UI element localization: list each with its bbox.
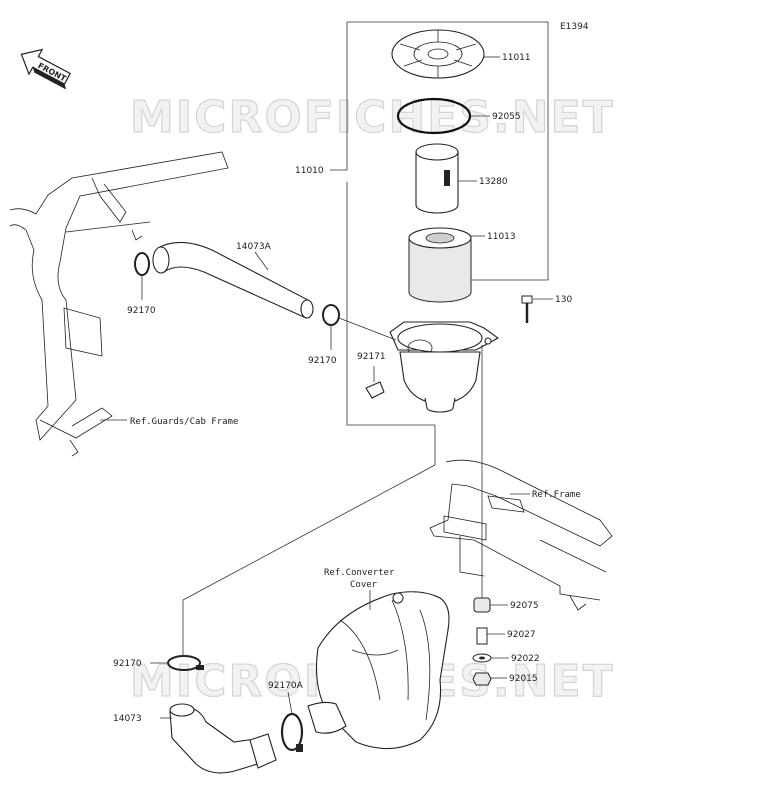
part-92075-grommet [473, 597, 508, 613]
label-92022: 92022 [511, 654, 540, 664]
watermark-top: MICROFICHES.NET [130, 92, 615, 143]
label-92170-middle: 92170 [308, 356, 337, 366]
label-92015: 92015 [509, 674, 538, 684]
ref-frame-label: Ref.Frame [532, 490, 581, 500]
label-11011: 11011 [502, 53, 531, 63]
part-11013-air-filter [408, 227, 485, 303]
part-11011-cap [391, 29, 500, 79]
front-arrow-icon: FRONT [20, 48, 71, 90]
part-13280-inner-element [415, 143, 477, 214]
part-92170A-clamp [280, 691, 304, 752]
label-11010: 11010 [295, 166, 324, 176]
part-92027-collar [476, 627, 505, 645]
ref-converter-line2: Cover [350, 580, 378, 590]
label-13280: 13280 [479, 177, 508, 187]
assembly-bracket-11010 [182, 21, 549, 655]
ref-converter-cover [315, 591, 450, 750]
part-92170-clamp-left [134, 252, 150, 300]
label-14073A: 14073A [236, 242, 272, 252]
label-14073: 14073 [113, 714, 142, 724]
part-14073A-intake-duct [152, 241, 314, 319]
label-92170-left: 92170 [127, 306, 156, 316]
label-130: 130 [555, 295, 572, 305]
label-92075: 92075 [510, 601, 539, 611]
ref-converter-line1: Ref.Converter [324, 568, 395, 578]
part-92022-washer [472, 653, 509, 663]
part-92015-nut [472, 672, 507, 686]
ref-cab-frame [9, 151, 229, 457]
part-92171-clip [365, 366, 385, 399]
label-92027: 92027 [507, 630, 536, 640]
part-130-bolt [521, 295, 553, 323]
ref-frame [429, 459, 613, 611]
label-92055: 92055 [492, 112, 521, 122]
part-92170-clamp-lower [150, 655, 204, 671]
part-92055-o-ring [396, 97, 490, 135]
label-11013: 11013 [487, 232, 516, 242]
label-92170A: 92170A [268, 681, 304, 691]
diagram-id: E1394 [560, 22, 589, 32]
part-92170-clamp-middle [322, 304, 397, 350]
label-92170-lower: 92170 [113, 659, 142, 669]
part-14073-lower-duct [160, 701, 347, 774]
label-92171: 92171 [357, 352, 386, 362]
part-air-cleaner-housing [389, 321, 500, 413]
ref-guards-cab-frame: Ref.Guards/Cab Frame [130, 417, 238, 427]
